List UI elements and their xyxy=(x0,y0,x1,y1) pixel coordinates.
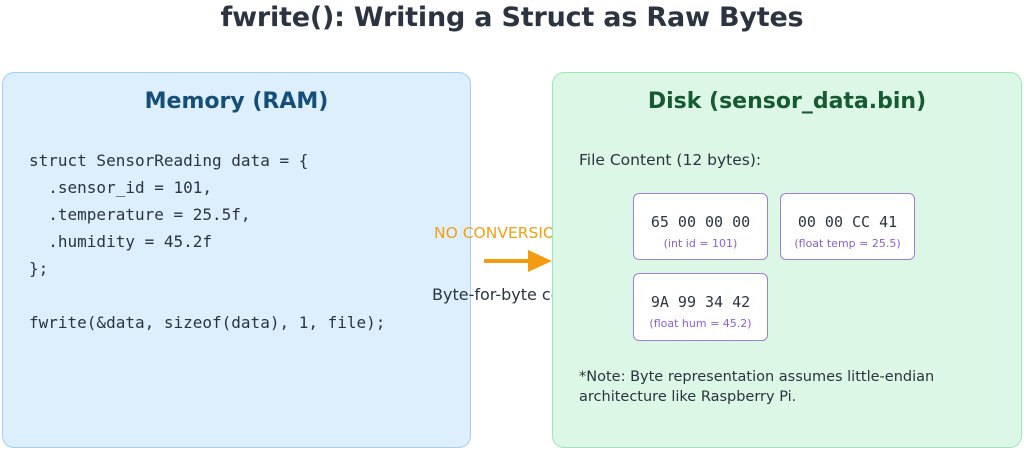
arrow-right-icon xyxy=(484,250,552,272)
disk-panel-title: Disk (sensor_data.bin) xyxy=(647,89,927,114)
code-line: struct SensorReading data = { xyxy=(29,151,309,170)
disk-panel: Disk (sensor_data.bin) File Content (12 … xyxy=(552,72,1022,448)
diagram-title: fwrite(): Writing a Struct as Raw Bytes xyxy=(220,2,804,33)
byte-description: (int id = 101) xyxy=(663,237,738,250)
code-line: fwrite(&data, sizeof(data), 1, file); xyxy=(29,313,386,332)
byte-description: (float temp = 25.5) xyxy=(794,237,901,250)
memory-panel-title: Memory (RAM) xyxy=(144,89,329,114)
code-line: .temperature = 25.5f, xyxy=(29,205,251,224)
endianness-note: *Note: Byte representation assumes littl… xyxy=(579,369,935,405)
code-line: }; xyxy=(29,259,49,278)
byte-hex: 00 00 CC 41 xyxy=(797,213,898,231)
byte-hex: 65 00 00 00 xyxy=(650,213,751,231)
code-line: .humidity = 45.2f xyxy=(29,232,213,251)
memory-panel: Memory (RAM) struct SensorReading data =… xyxy=(2,72,471,448)
code-line: .sensor_id = 101, xyxy=(29,178,213,197)
byte-description: (float hum = 45.2) xyxy=(649,317,752,330)
byte-hex: 9A 99 34 42 xyxy=(650,293,751,311)
byte-group-temperature: 00 00 CC 41 (float temp = 25.5) xyxy=(780,193,915,260)
byte-group-humidity: 9A 99 34 42 (float hum = 45.2) xyxy=(633,273,768,341)
no-conversion-label: NO CONVERSION xyxy=(434,224,567,242)
code-gap xyxy=(29,282,385,309)
file-content-label: File Content (12 bytes): xyxy=(579,151,762,169)
code-block: struct SensorReading data = { .sensor_id… xyxy=(29,147,385,336)
byte-group-sensor-id: 65 00 00 00 (int id = 101) xyxy=(633,193,768,260)
byte-copy-label: Byte-for-byte copy xyxy=(432,285,581,304)
